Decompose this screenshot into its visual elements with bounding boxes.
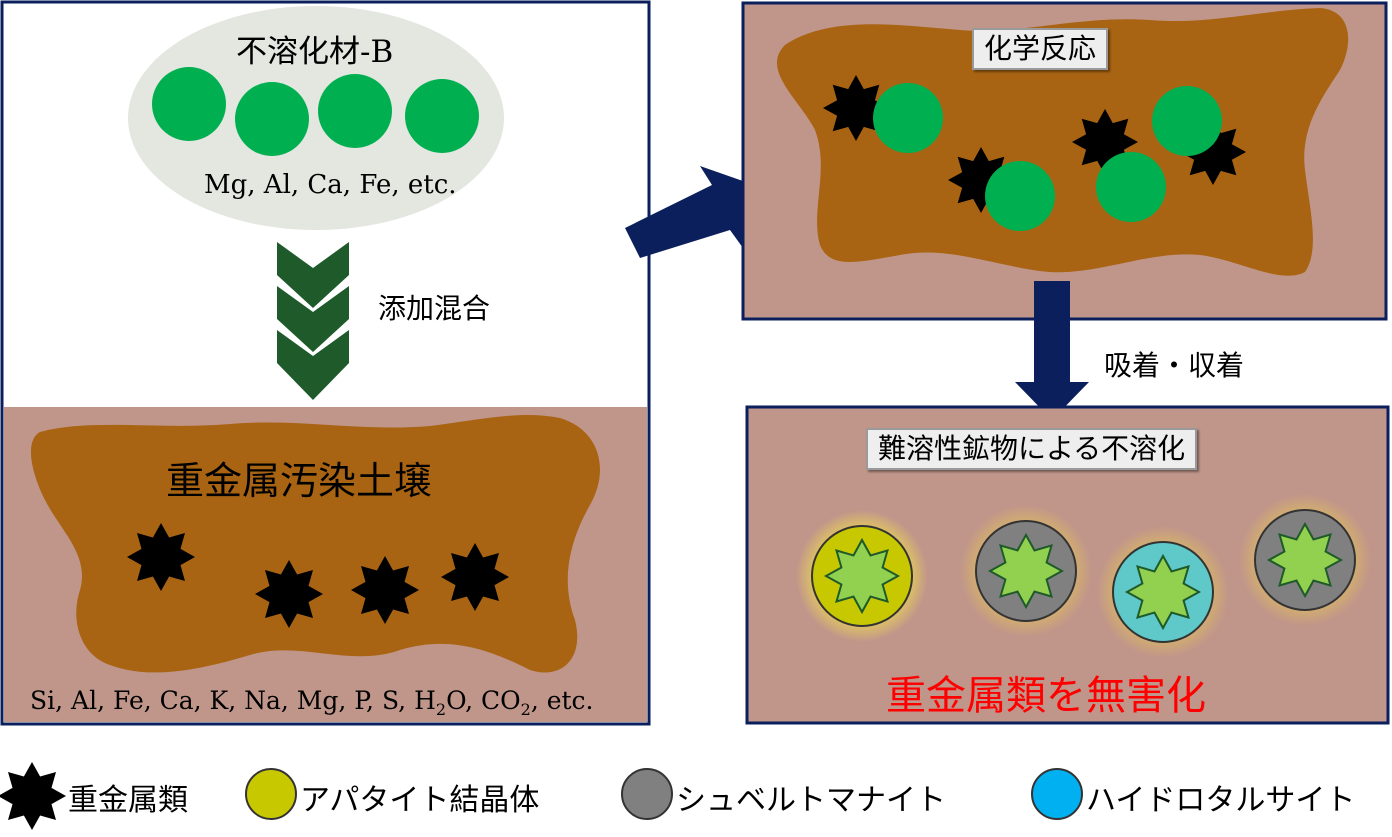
legend-label-schwertmannite: シュベルトマナイト	[676, 783, 946, 818]
reaction-particle	[1096, 152, 1166, 222]
legend-label-heavy-metal: 重金属類	[68, 783, 188, 818]
black-star-icon	[0, 762, 66, 830]
result-label: 難溶性鉱物による不溶化	[866, 428, 1198, 470]
heavy-metal-star	[255, 560, 323, 628]
soil-composition-sub: 2	[520, 700, 531, 719]
material-elements: Mg, Al, Ca, Fe, etc.	[204, 170, 457, 200]
soil-composition-part: Si, Al, Fe, Ca, K, Na, Mg, P, S, H	[30, 686, 436, 715]
encapsulated-metal-star	[1266, 521, 1344, 599]
soil-composition-sub: 2	[435, 700, 447, 719]
reaction-particle	[873, 83, 943, 153]
heavy-metal-star	[823, 75, 889, 141]
yellow-circle-icon	[245, 768, 297, 820]
soil-title: 重金属汚染土壌	[166, 459, 433, 503]
reaction-particle	[1152, 86, 1222, 156]
legend-label-apatite: アパタイト結晶体	[300, 783, 540, 818]
left-panel	[0, 0, 651, 726]
arrow-to-reaction	[625, 166, 760, 258]
material-particle	[405, 79, 479, 153]
cyan-circle-icon	[1031, 768, 1083, 820]
material-ellipse	[128, 6, 504, 230]
material-title: 不溶化材-B	[236, 34, 394, 70]
mix-step-label: 添加混合	[378, 292, 491, 325]
material-particle	[318, 74, 392, 148]
encapsulated-metal-star	[987, 532, 1065, 610]
gray-circle-icon	[621, 768, 673, 820]
soil-composition-part: , etc.	[530, 686, 594, 715]
legend-label-hydrotalcite: ハイドロタルサイト	[1086, 783, 1356, 818]
soil-blob	[30, 415, 601, 673]
encapsulated-metal-star	[1124, 553, 1202, 631]
legend-star-icon	[0, 762, 66, 830]
result-outcome: 重金属類を無害化	[886, 673, 1206, 719]
soil-stars	[127, 523, 509, 628]
material-particle	[152, 67, 226, 141]
heavy-metal-star	[127, 523, 195, 591]
heavy-metal-star	[441, 543, 509, 611]
adsorb-step-label: 吸着・収着	[1104, 349, 1245, 382]
reaction-blob	[776, 8, 1349, 276]
reaction-particle	[985, 161, 1055, 231]
soil-composition: Si, Al, Fe, Ca, K, Na, Mg, P, S, H2O, CO…	[30, 686, 594, 719]
soil-composition-part: O, CO	[446, 686, 521, 715]
mix-chevrons	[277, 242, 349, 400]
arrow-to-result	[1015, 281, 1089, 420]
result-panel	[745, 405, 1390, 725]
material-particle	[235, 82, 309, 156]
result-particles	[796, 494, 1371, 658]
heavy-metal-star	[351, 556, 419, 624]
encapsulated-metal-star	[823, 537, 901, 615]
reaction-label: 化学反応	[972, 28, 1109, 70]
